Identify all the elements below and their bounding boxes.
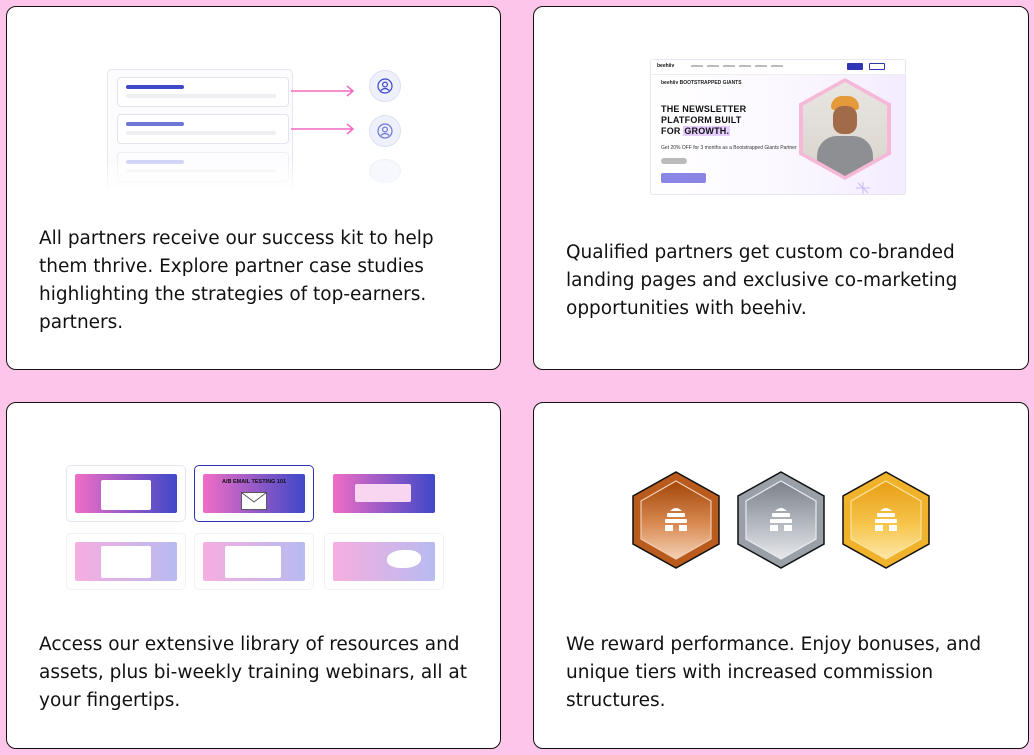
user-icon [369,159,401,183]
mockup-headline: THE NEWSLETTER PLATFORM BUILT FOR GROWTH… [661,104,746,137]
bronze-tier-badge [632,471,720,569]
list-item [117,114,289,144]
landing-page-mockup: beehiiv beehiiv BOOTSTRAPPED GIANTS THE … [650,59,906,195]
resource-thumbnail [324,533,444,590]
card-description: Qualified partners get custom co-branded… [566,242,958,319]
success-kit-card: All partners receive our success kit to … [6,6,501,370]
mockup-subtext: Get 20% OFF for 3 months as a Bootstrapp… [661,145,797,151]
headline-line: FOR [661,126,684,136]
headline-highlight: GROWTH. [683,126,731,136]
card-description: We reward performance. Enjoy bonuses, an… [566,634,982,711]
sparkle-icon [856,179,870,194]
mockup-cta-button [661,173,706,183]
arrow-icon [291,85,355,135]
card-description: All partners receive our success kit to … [39,228,434,333]
success-kit-illustration [7,7,500,197]
resource-thumbnail [324,465,444,522]
card-description: Access our extensive library of resource… [39,634,468,711]
list-item [117,77,289,107]
envelope-icon [241,492,267,510]
cobrand-logos: beehiiv BOOTSTRAPPED GIANTS [661,80,742,86]
silver-tier-badge [737,471,825,569]
brand-logo: beehiiv [657,63,675,69]
resources-card: A/B EMAIL TESTING 101 Access our extensi… [6,402,501,749]
co-branded-card: beehiiv beehiiv BOOTSTRAPPED GIANTS THE … [533,6,1029,370]
gold-tier-badge [842,471,930,569]
resource-thumbnail [194,533,314,590]
headline-line: THE NEWSLETTER [661,104,747,114]
resource-thumbnail [66,533,186,590]
beehive-icon [875,508,897,531]
resource-thumbnail [66,465,186,522]
beehive-icon [665,508,687,531]
rewards-card: We reward performance. Enjoy bonuses, an… [533,402,1029,749]
thumbnail-title: A/B EMAIL TESTING 101 [221,479,287,485]
beehive-icon [770,508,792,531]
partner-photo [799,78,891,180]
user-icon [369,115,401,147]
resource-thumbnail-selected: A/B EMAIL TESTING 101 [194,465,314,522]
user-icon [369,70,401,102]
headline-line: PLATFORM BUILT [661,115,742,125]
